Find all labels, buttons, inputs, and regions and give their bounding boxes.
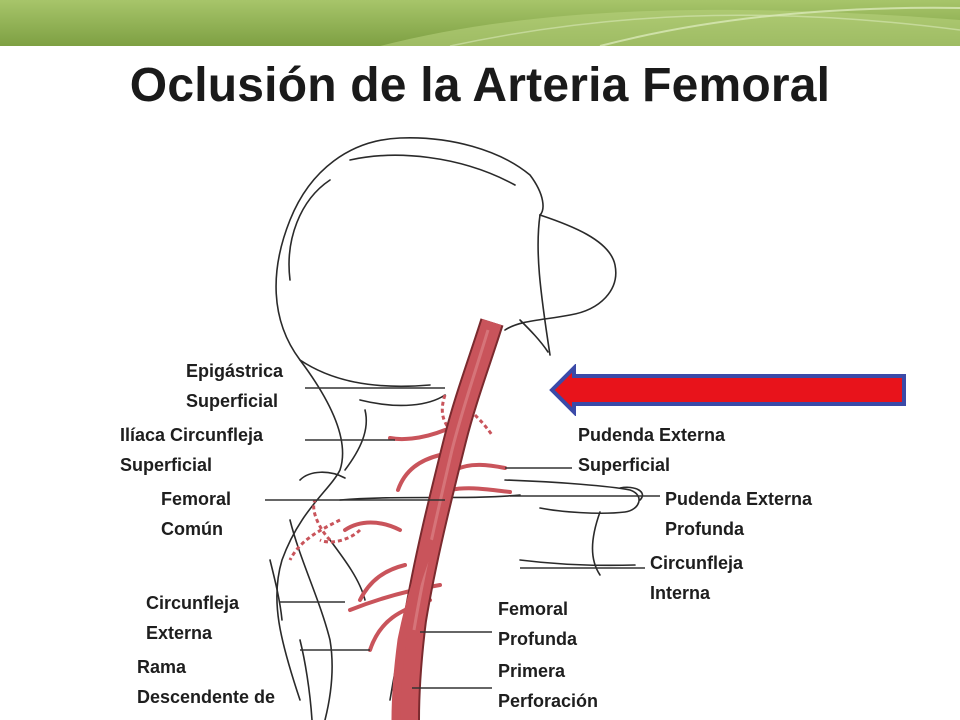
hip-bone-outline	[269, 137, 644, 720]
leader-lines	[265, 387, 660, 689]
slide-title: Oclusión de la Arteria Femoral	[129, 59, 831, 112]
occlusion-arrow	[549, 364, 906, 416]
header-banner	[0, 0, 960, 52]
profunda-artery	[391, 538, 437, 720]
